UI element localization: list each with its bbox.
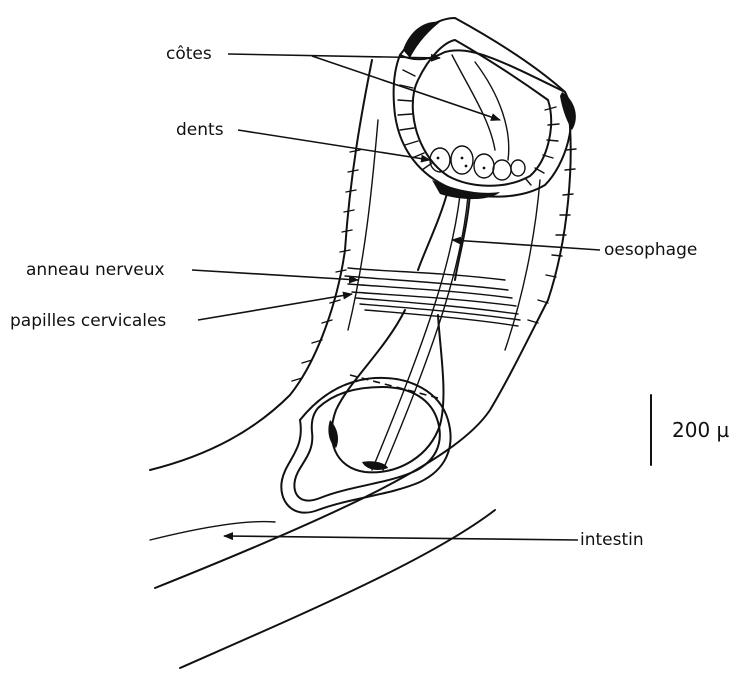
scale-bar-label: 200 µ [672, 418, 730, 442]
body-outline [150, 60, 571, 668]
cuticle-annulations [292, 149, 576, 381]
scale-bar: 200 µ [651, 395, 730, 465]
label-oesophage: oesophage [604, 240, 697, 260]
leader-cotes-2 [312, 56, 500, 120]
label-anneau-nerveux: anneau nerveux [26, 260, 165, 280]
intestine-loop [150, 378, 451, 540]
label-cotes: côtes [166, 44, 212, 64]
nerve-ring [345, 268, 520, 326]
label-papilles-cervicales: papilles cervicales [10, 311, 166, 331]
buccal-capsule [394, 18, 576, 199]
labels: côtes dents oesophage anneau nerveux pap… [10, 44, 697, 550]
teeth [430, 146, 525, 180]
leader-dents [238, 130, 430, 160]
oesophagus [328, 190, 470, 472]
label-intestin: intestin [580, 530, 644, 550]
leader-lines [192, 54, 600, 540]
label-dents: dents [176, 120, 224, 140]
leader-anneau-nerveux [192, 270, 358, 280]
leader-oesophage [452, 240, 600, 250]
